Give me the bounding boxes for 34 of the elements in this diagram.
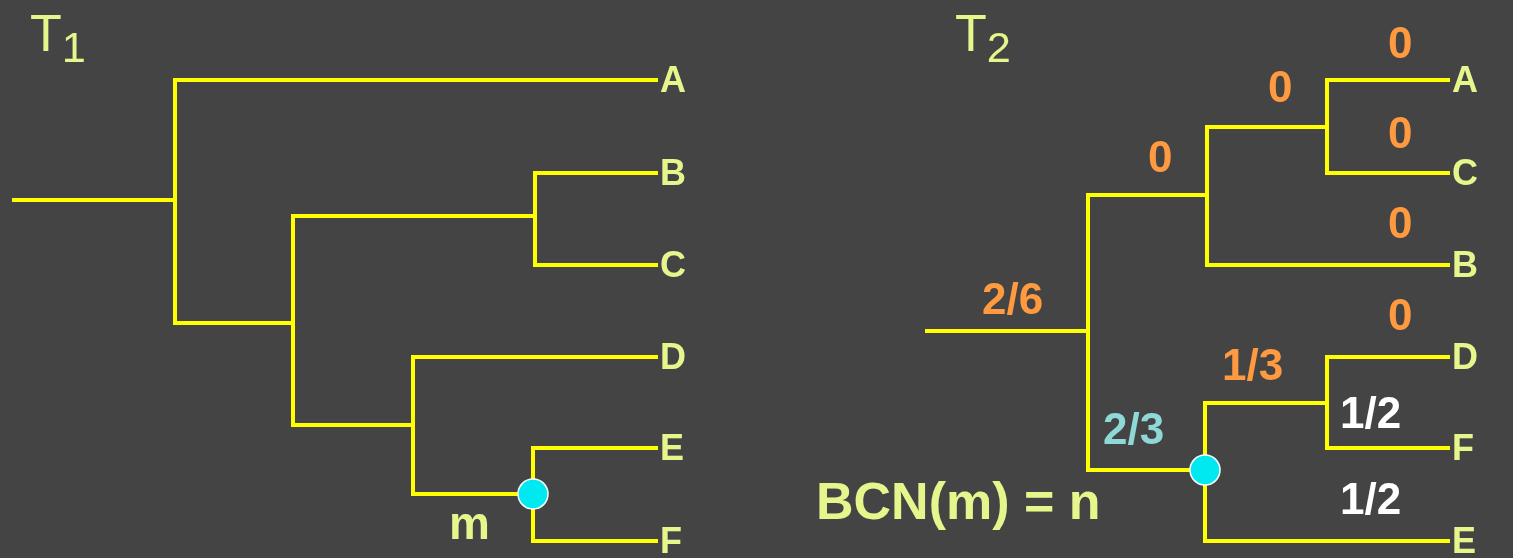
tree-branch	[531, 446, 658, 479]
leaf-label: D	[1450, 337, 1480, 377]
node-circle	[1189, 454, 1221, 486]
branch-value: 0	[1148, 132, 1173, 182]
branch-value: 1/2	[1340, 474, 1402, 524]
tree-title: T$_{2}$	[955, 8, 1011, 73]
leaf-label: E	[658, 428, 686, 468]
leaf-label: C	[658, 245, 688, 285]
node-label: m	[449, 498, 490, 548]
branch-value: 0	[1388, 18, 1413, 68]
leaf-label: E	[1450, 521, 1478, 558]
tree-title: T$_{1}$	[30, 8, 86, 73]
tree-branch	[925, 329, 1190, 472]
leaf-label: D	[658, 337, 688, 377]
leaf-label: A	[658, 60, 688, 100]
branch-value: 0	[1388, 108, 1413, 158]
branch-value: 0	[1388, 290, 1413, 340]
leaf-label: B	[1450, 245, 1480, 285]
leaf-label: A	[1450, 60, 1480, 100]
node-circle	[517, 478, 549, 510]
tree-branch	[12, 198, 518, 496]
branch-value: 0	[1388, 198, 1413, 248]
branch-value: 1/3	[1222, 340, 1284, 390]
branch-value: 2/6	[982, 274, 1044, 324]
branch-value: 1/2	[1340, 388, 1402, 438]
leaf-label: F	[658, 521, 684, 558]
tree-branch	[531, 509, 658, 543]
tree-branch	[1203, 485, 1450, 543]
tree-branch	[1203, 401, 1450, 455]
leaf-label: F	[1450, 428, 1476, 468]
leaf-label: B	[658, 153, 688, 193]
branch-value: 2/3	[1103, 404, 1165, 454]
branch-value: 0	[1268, 62, 1293, 112]
leaf-label: C	[1450, 153, 1480, 193]
